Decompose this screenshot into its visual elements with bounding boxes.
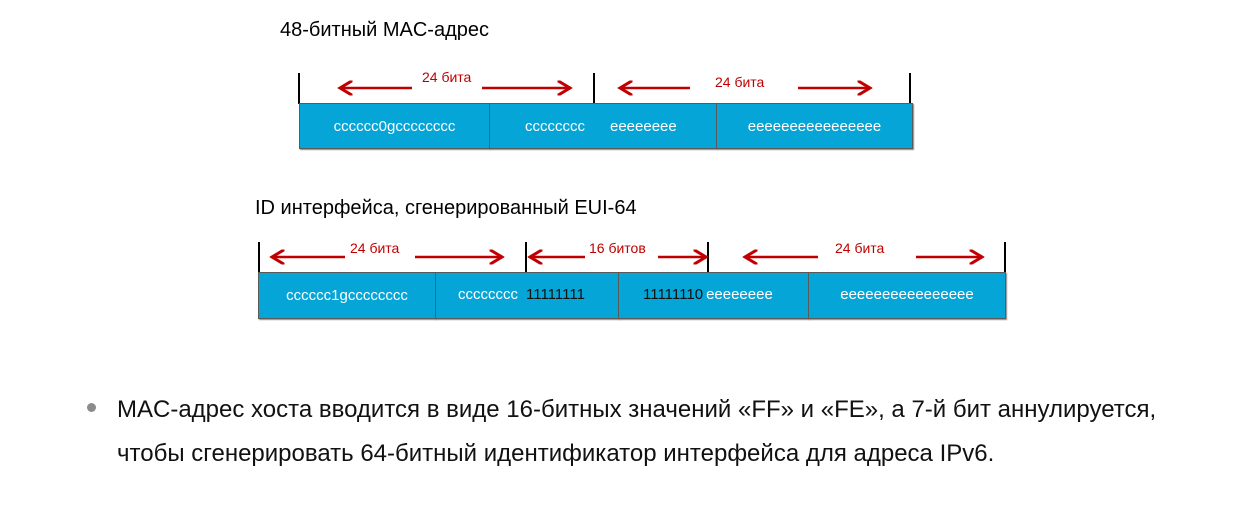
mac-title: 48-битный MAC-адрес <box>280 19 489 41</box>
mac-label-2: 24 бита <box>715 74 765 90</box>
mac-field-3: eeeeeeeeeeeeeeee <box>716 103 913 149</box>
eui-field-3a: 11111110 <box>643 286 704 303</box>
eui-field-2b: 11111111 <box>526 286 585 303</box>
eui-field-1: cccccc1gcccccccc <box>258 272 436 319</box>
bullet-text: MAC-адрес хоста вводится в виде 16-битны… <box>117 396 1157 467</box>
eui-field-3b: eeeeeeee <box>706 286 773 303</box>
eui-field-3: 11111110 eeeeeeee <box>618 272 809 319</box>
mac-field-2b: eeeeeeee <box>610 117 677 135</box>
bullet-icon <box>87 403 96 412</box>
eui-label-2: 16 битов <box>589 240 646 256</box>
eui-label-1: 24 бита <box>350 240 400 256</box>
mac-label-1: 24 бита <box>422 69 472 85</box>
mac-field-2: cccccccc eeeeeeee <box>489 103 717 149</box>
mac-field-2a: cccccccc <box>525 117 585 135</box>
mac-field-1: cccccc0gcccccccc <box>299 103 490 149</box>
eui-field-2: cccccccc 11111111 <box>435 272 619 319</box>
eui-title: ID интерфейса, сгенерированный EUI-64 <box>255 197 637 219</box>
eui-field-2a: cccccccc <box>458 286 518 303</box>
eui-label-3: 24 бита <box>835 240 885 256</box>
eui-field-4: eeeeeeeeeeeeeeee <box>808 272 1006 319</box>
